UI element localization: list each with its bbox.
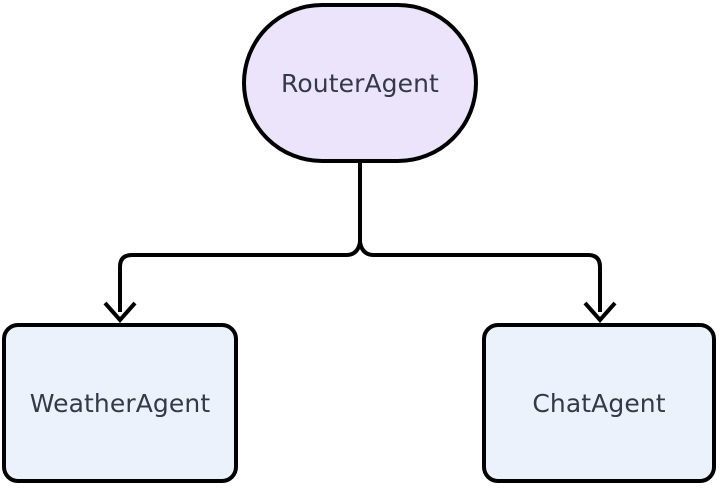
edge-router-to-weather-arrowhead [103,301,137,324]
node-router-shape[interactable] [242,3,478,163]
node-group [2,3,716,483]
edge-router-to-weather[interactable] [118,241,362,312]
edge-group [103,163,617,324]
node-weather-shape[interactable] [2,323,238,483]
edge-router-to-chat-arrowhead [583,301,617,324]
node-chat-shape[interactable] [482,323,716,483]
edge-router-to-chat[interactable] [358,241,602,312]
